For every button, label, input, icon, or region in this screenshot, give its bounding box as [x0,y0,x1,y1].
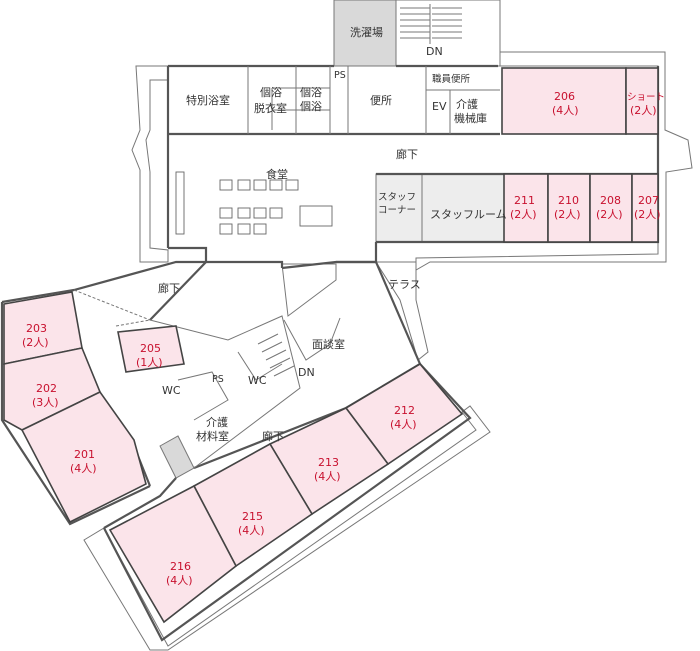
room-208-capacity: (2人) [596,208,623,221]
rooms-left-wing [3,291,185,524]
room-206-capacity: (4人) [552,104,579,117]
laundry-area [333,0,397,67]
label-dining: 食堂 [266,167,288,181]
label-staff-room: スタッフルーム [430,208,507,221]
room-207-capacity: (2人) [634,208,661,221]
room-210-capacity: (2人) [554,208,581,221]
room-203-number: 203 [26,322,47,335]
room-215-capacity: (4人) [238,524,265,537]
room-205-number: 205 [140,342,161,355]
label-toilet: 便所 [370,94,392,107]
dining-tables [175,171,333,235]
room-labels: 206 (4人) ショート (2人) 211 (2人) 210 (2人) 208… [22,90,665,587]
room-201-number: 201 [74,448,95,461]
balcony-bottom [83,405,491,651]
label-wc-left: WC [162,384,181,397]
room-216-capacity: (4人) [166,574,193,587]
label-dn-mid: DN [298,366,315,379]
room-213-number: 213 [318,456,339,469]
room-short [625,67,659,135]
room-216-number: 216 [170,560,191,573]
room-206-number: 206 [554,90,575,103]
room-205-capacity: (1人) [136,356,163,369]
room-212-number: 212 [394,404,415,417]
label-staff-corner-1: スタッフ [378,192,416,203]
room-210-number: 210 [558,194,579,207]
label-wc-mid: WC [248,374,267,387]
room-201-capacity: (4人) [70,462,97,475]
label-interview-room: 面談室 [312,337,345,351]
room-207-number: 207 [638,194,659,207]
room-short-capacity: (2人) [630,104,657,117]
label-terrace: テラス [388,278,421,291]
rooms-top-row [501,67,659,243]
label-private-bath-2: 個浴 [300,86,322,99]
room-216 [108,484,238,624]
label-special-bath: 特別浴室 [186,93,230,107]
label-ps-mid: PS [212,374,224,385]
room-203-capacity: (2人) [22,336,49,349]
rooms-bottom-row [108,362,464,624]
room-212-capacity: (4人) [390,418,417,431]
label-corridor-bottom: 廊下 [262,429,284,443]
balcony-terrace [375,261,429,361]
stair-top [395,0,501,67]
label-corridor-top: 廊下 [396,147,418,161]
room-211-capacity: (2人) [510,208,537,221]
room-208 [589,173,633,243]
room-207 [631,173,659,243]
label-private-bath-1: 個浴 [260,86,282,99]
room-202-number: 202 [36,382,57,395]
staff-room-area [421,173,505,243]
label-private-bath-3: 個浴 [300,100,322,113]
label-ps-top: PS [334,70,346,81]
room-208-number: 208 [600,194,621,207]
room-215-number: 215 [242,510,263,523]
room-211-number: 211 [514,194,535,207]
room-short-number: ショート [627,92,665,103]
label-staff-corner-2: コーナー [378,205,416,216]
stair-top-lines [400,4,462,44]
label-corridor-left: 廊下 [158,281,180,295]
labels-layer: 洗濯場 DN PS 職員便所 特別浴室 個浴 個浴 個浴 脱衣室 便所 EV 介… [158,26,507,443]
room-201 [20,390,147,524]
balcony-stair-mid [281,263,337,317]
room-205 [117,325,185,373]
label-laundry: 洗濯場 [350,26,383,39]
label-care-machine-1: 介護 [456,97,478,111]
room-206 [501,67,627,135]
label-changing-room: 脱衣室 [254,101,287,115]
room-202-capacity: (3人) [32,396,59,409]
label-staff-toilet: 職員便所 [432,73,471,85]
room-213-capacity: (4人) [314,470,341,483]
label-dn-top: DN [426,45,443,58]
label-ev: EV [432,100,447,113]
label-care-machine-2: 機械庫 [454,111,487,125]
label-care-material-2: 材料室 [196,429,229,443]
label-care-material-1: 介護 [206,415,228,429]
room-211 [503,173,549,243]
care-material-area [159,435,195,479]
balcony-left-top [131,65,169,263]
room-210 [547,173,591,243]
stair-mid-lines [257,333,295,377]
service-layer [159,0,505,479]
